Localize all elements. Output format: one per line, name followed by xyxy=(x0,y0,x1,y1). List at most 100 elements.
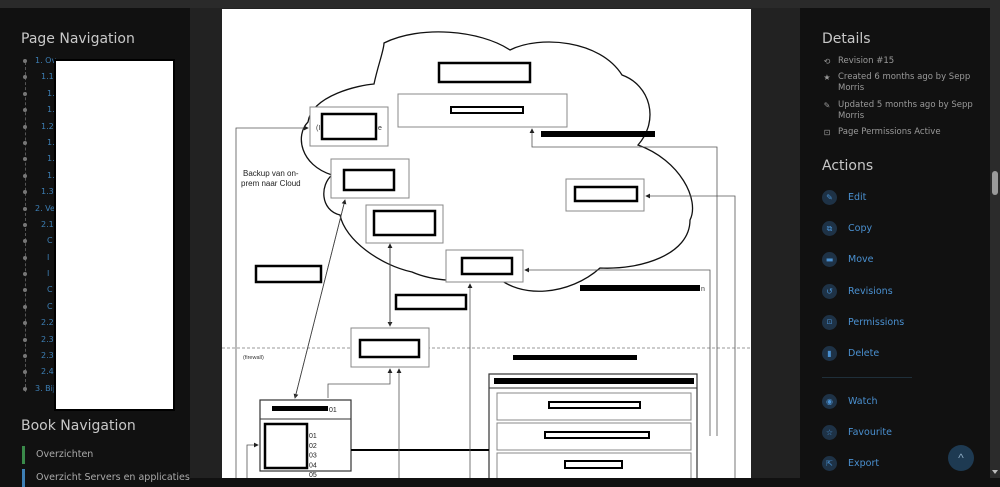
tree-bullet-icon xyxy=(23,173,27,178)
book-navigation-title: Book Navigation xyxy=(21,418,136,434)
page-nav-item[interactable]: 3. Bij xyxy=(20,383,190,399)
switch-id: 01 xyxy=(329,407,337,414)
cloud-shape xyxy=(300,31,694,292)
redacted-block xyxy=(573,185,639,203)
page-nav-item[interactable]: C xyxy=(20,235,190,251)
action-label: Revisions xyxy=(848,286,893,297)
tree-bullet-icon xyxy=(23,206,27,211)
page-nav-item[interactable]: 2.3 xyxy=(20,350,190,366)
action-label: Export xyxy=(848,458,880,469)
redacted-block xyxy=(263,422,309,470)
page-nav-item[interactable]: 2.3 xyxy=(20,334,190,350)
action-label: Move xyxy=(848,254,874,265)
page-nav-label: 2.4 xyxy=(41,367,54,377)
backup-label-2: prem naar Cloud xyxy=(241,179,301,188)
page-nav-item[interactable]: 1. xyxy=(20,104,190,120)
page-nav-label: 1. xyxy=(47,88,55,98)
redacted-label xyxy=(580,285,700,291)
tree-bullet-icon xyxy=(23,354,27,359)
trash-icon: ▮ xyxy=(822,346,837,361)
firewall-label: (firewall) xyxy=(243,355,264,361)
copy-icon: ⧉ xyxy=(822,221,837,236)
tree-bullet-icon xyxy=(23,124,27,129)
book-nav-color-bar xyxy=(22,469,25,487)
redacted-label xyxy=(494,378,694,384)
redacted-label xyxy=(541,131,655,137)
redacted-block xyxy=(320,112,378,141)
history-icon: ↺ xyxy=(822,284,837,299)
switch-port-label: 05 xyxy=(309,472,317,478)
page-nav-label: 1. Ov xyxy=(35,56,57,65)
back-to-top-button[interactable]: ^ xyxy=(948,445,974,471)
page-nav-label: 2.1 xyxy=(41,219,54,229)
action-label: Delete xyxy=(848,348,880,359)
redacted-block xyxy=(358,338,421,359)
action-label: Copy xyxy=(848,223,873,234)
page-nav-item[interactable]: 1.2 xyxy=(20,121,190,137)
pencil-icon: ✎ xyxy=(823,101,831,110)
page-nav-label: 1. xyxy=(47,137,55,147)
tree-bullet-icon xyxy=(23,386,27,391)
box-text-fragment: e xyxy=(378,125,382,132)
tree-bullet-icon xyxy=(23,91,27,96)
page-nav-item[interactable]: C xyxy=(20,284,190,300)
action-label: Favourite xyxy=(848,427,892,438)
page-nav-label: 1.1 xyxy=(41,72,54,82)
page-nav-item[interactable]: 2.1 xyxy=(20,219,190,235)
page-nav-item[interactable]: 2.4 xyxy=(20,366,190,382)
folder-icon: ▬ xyxy=(822,252,837,267)
page-nav-label: 1.2 xyxy=(41,121,54,131)
page-nav-label: 1. xyxy=(47,105,55,115)
switch-port-label: 02 xyxy=(309,443,317,450)
page-nav-item[interactable]: 1. Ov xyxy=(20,55,190,71)
redacted-block xyxy=(372,209,437,237)
page-nav-label: 2.2 xyxy=(41,318,54,328)
page-nav-item[interactable]: I xyxy=(20,252,190,268)
tree-bullet-icon xyxy=(23,157,27,162)
page-nav-item[interactable]: C xyxy=(20,301,190,317)
page-nav-item[interactable]: 1.1 xyxy=(20,71,190,87)
redaction-box xyxy=(54,59,175,411)
star-icon: ★ xyxy=(823,73,831,82)
scrollbar-thumb[interactable] xyxy=(992,171,998,195)
redacted-block xyxy=(544,431,650,439)
page-nav-item[interactable]: 2.2 xyxy=(20,317,190,333)
detail-text: Page Permissions Active xyxy=(838,127,941,137)
page-nav-item[interactable]: 1.3 xyxy=(20,186,190,202)
tree-bullet-icon xyxy=(23,108,27,113)
chevron-up-icon: ^ xyxy=(958,451,964,465)
page-nav-item[interactable]: 1. xyxy=(20,170,190,186)
history-icon: ⟲ xyxy=(823,57,831,66)
action-label: Permissions xyxy=(848,317,905,328)
tree-bullet-icon xyxy=(23,255,27,260)
page-document: (firewall) Backup van on- prem naar Clou… xyxy=(222,9,751,478)
book-nav-item-overzichten[interactable]: Overzichten xyxy=(22,446,93,464)
network-diagram: (firewall) Backup van on- prem naar Clou… xyxy=(222,31,751,478)
tree-bullet-icon xyxy=(23,59,27,63)
switch-port-label: 03 xyxy=(309,453,317,460)
page-nav-label: 2.3 xyxy=(41,334,54,344)
page-nav-label: C xyxy=(47,236,53,246)
page-nav-item[interactable]: I xyxy=(20,268,190,284)
action-label: Edit xyxy=(848,192,867,203)
scroll-down-arrow-icon[interactable] xyxy=(992,470,998,474)
page-nav-item[interactable]: 1. xyxy=(20,153,190,169)
page-nav-label: C xyxy=(47,301,53,311)
redacted-block xyxy=(450,106,524,114)
detail-text: Updated 5 months ago by Sepp Morris xyxy=(838,100,973,121)
redacted-block xyxy=(437,61,532,84)
tree-bullet-icon xyxy=(23,321,27,326)
book-nav-item-servers[interactable]: Overzicht Servers en applicaties xyxy=(22,469,190,487)
switch-port-label: 04 xyxy=(309,462,317,469)
redacted-label xyxy=(513,355,637,360)
tree-bullet-icon xyxy=(23,222,27,227)
page-scrollbar[interactable] xyxy=(990,0,1000,478)
page-nav-label: I xyxy=(47,252,50,262)
star-icon: ☆ xyxy=(822,425,837,440)
page-nav-item[interactable]: 1. xyxy=(20,137,190,153)
detail-text: Revision #15 xyxy=(838,56,895,66)
page-nav-item[interactable]: 1. xyxy=(20,88,190,104)
page-nav-item[interactable]: 2. Ve xyxy=(20,203,190,219)
tree-bullet-icon xyxy=(23,75,27,80)
book-nav-label: Overzichten xyxy=(36,449,94,460)
